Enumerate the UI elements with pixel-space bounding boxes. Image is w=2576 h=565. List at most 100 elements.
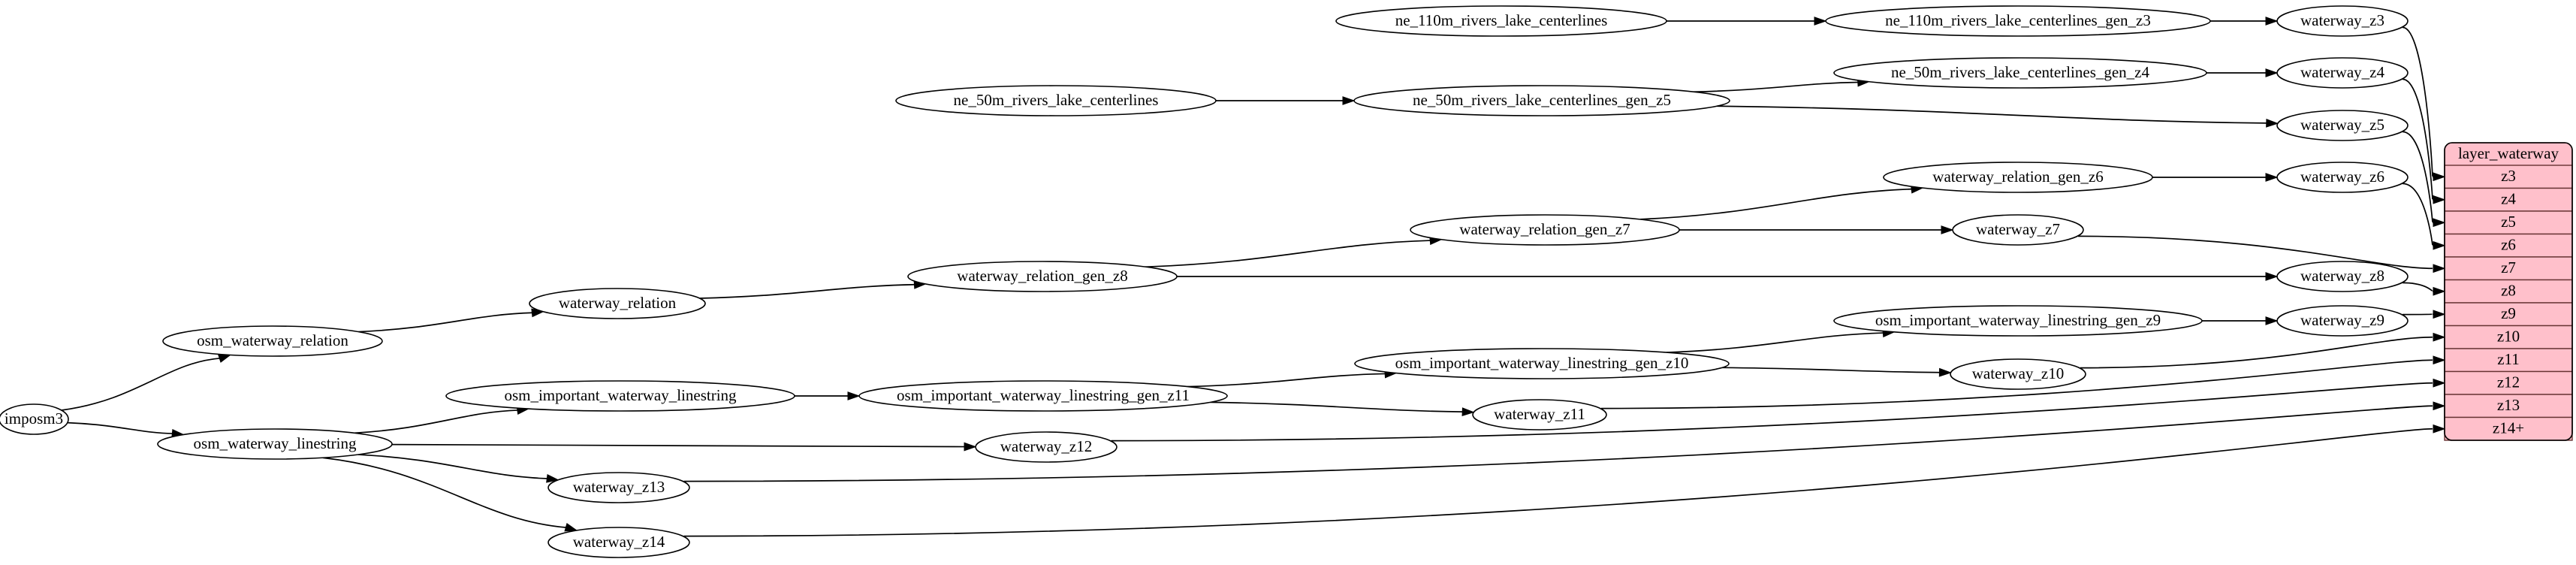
node-label-waterway_z5: waterway_z5 bbox=[2300, 116, 2384, 134]
layer-table-frame bbox=[2444, 142, 2573, 441]
edge-osm_waterway_relation-to-waterway_relation bbox=[358, 312, 533, 333]
node-ellipse-waterway_z12 bbox=[975, 431, 1118, 463]
arrowhead-ne_50m_rivers_lake_centerlines_gen_z5 bbox=[1342, 96, 1356, 105]
layer-table-row-label-z8: z8 bbox=[2501, 282, 2516, 300]
node-ellipse-waterway_z14 bbox=[547, 527, 690, 558]
edge-waterway_relation_gen_z8-to-waterway_relation_gen_z7 bbox=[1145, 240, 1431, 268]
node-waterway_z10[interactable]: waterway_z10 bbox=[1950, 358, 2086, 390]
node-waterway_z11[interactable]: waterway_z11 bbox=[1472, 399, 1607, 431]
layer-table-row-z9[interactable] bbox=[2444, 302, 2573, 327]
edge-osm_important_waterway_linestring_gen_z11-to-waterway_z11 bbox=[1210, 401, 1464, 413]
layer-table-row-label-z7: z7 bbox=[2501, 258, 2516, 276]
arrowhead-ne_110m_rivers_lake_centerlines_gen_z3 bbox=[1814, 17, 1827, 26]
layer-table-row-z3[interactable] bbox=[2444, 165, 2573, 189]
node-ellipse-waterway_relation bbox=[529, 288, 706, 319]
node-osm_waterway_relation[interactable]: osm_waterway_relation bbox=[162, 325, 383, 357]
edge-osm_waterway_linestring-to-waterway_z14 bbox=[322, 457, 567, 528]
node-ellipse-ne_50m_rivers_lake_centerlines_gen_z4 bbox=[1833, 57, 2207, 89]
node-ellipse-waterway_z8 bbox=[2276, 261, 2409, 292]
node-osm_important_waterway_linestring_gen_z11[interactable]: osm_important_waterway_linestring_gen_z1… bbox=[858, 380, 1228, 412]
arrowhead-waterway_z8 bbox=[2265, 272, 2279, 281]
node-ellipse-waterway_z13 bbox=[547, 472, 690, 503]
node-ne_50m_rivers_lake_centerlines_gen_z4[interactable]: ne_50m_rivers_lake_centerlines_gen_z4 bbox=[1833, 57, 2207, 89]
edge-ne_50m_rivers_lake_centerlines_gen_z5-to-waterway_z5 bbox=[1717, 105, 2267, 124]
node-label-ne_50m_rivers_lake_centerlines_gen_z5: ne_50m_rivers_lake_centerlines_gen_z5 bbox=[1413, 91, 1671, 109]
arrowhead-layer_waterway.z12 bbox=[2433, 378, 2446, 388]
node-ne_50m_rivers_lake_centerlines_gen_z5[interactable]: ne_50m_rivers_lake_centerlines_gen_z5 bbox=[1353, 85, 1730, 116]
arrowhead-waterway_z14 bbox=[564, 523, 578, 532]
edge-osm_important_waterway_linestring_gen_z11-to-osm_important_waterway_linestring_gen_z10 bbox=[1187, 373, 1386, 388]
arrowhead-osm_important_waterway_linestring_gen_z11 bbox=[847, 391, 861, 400]
arrowhead-layer_waterway.z8 bbox=[2433, 286, 2446, 296]
edge-waterway_z12-to-layer_waterway.z12 bbox=[1111, 382, 2433, 442]
node-ne_110m_rivers_lake_centerlines_gen_z3[interactable]: ne_110m_rivers_lake_centerlines_gen_z3 bbox=[1825, 5, 2211, 37]
node-waterway_z9[interactable]: waterway_z9 bbox=[2276, 305, 2409, 337]
node-label-ne_110m_rivers_lake_centerlines_gen_z3: ne_110m_rivers_lake_centerlines_gen_z3 bbox=[1885, 11, 2151, 29]
node-ellipse-osm_waterway_linestring bbox=[157, 428, 393, 460]
arrowhead-waterway_z12 bbox=[964, 442, 977, 452]
node-waterway_z4[interactable]: waterway_z4 bbox=[2276, 57, 2409, 89]
node-label-waterway_relation_gen_z8: waterway_relation_gen_z8 bbox=[957, 267, 1127, 285]
layer-table-row-z6[interactable] bbox=[2444, 233, 2573, 258]
node-waterway_z14[interactable]: waterway_z14 bbox=[547, 527, 690, 558]
layer-table-row-label-z11: z11 bbox=[2497, 350, 2520, 368]
edge-osm_waterway_linestring-to-waterway_z13 bbox=[357, 454, 548, 479]
node-ellipse-osm_important_waterway_linestring bbox=[445, 380, 795, 412]
layer-table-row-label-z14+: z14+ bbox=[2493, 419, 2524, 437]
node-label-waterway_z8: waterway_z8 bbox=[2300, 267, 2384, 285]
arrowhead-waterway_z5 bbox=[2266, 118, 2279, 128]
node-osm_waterway_linestring[interactable]: osm_waterway_linestring bbox=[157, 428, 393, 460]
node-ellipse-ne_50m_rivers_lake_centerlines_gen_z5 bbox=[1353, 85, 1730, 116]
node-ellipse-waterway_z11 bbox=[1472, 399, 1607, 431]
node-waterway_z13[interactable]: waterway_z13 bbox=[547, 472, 690, 503]
node-ellipse-waterway_z3 bbox=[2276, 5, 2409, 37]
node-waterway_z7[interactable]: waterway_z7 bbox=[1952, 214, 2084, 246]
node-waterway_z8[interactable]: waterway_z8 bbox=[2276, 261, 2409, 292]
node-ne_50m_rivers_lake_centerlines[interactable]: ne_50m_rivers_lake_centerlines bbox=[895, 85, 1217, 116]
node-label-waterway_z12: waterway_z12 bbox=[1000, 437, 1092, 455]
layer-table-row-z10[interactable] bbox=[2444, 325, 2573, 349]
node-waterway_relation_gen_z8[interactable]: waterway_relation_gen_z8 bbox=[907, 261, 1178, 292]
node-ellipse-waterway_z6 bbox=[2276, 162, 2409, 193]
layer-table-row-label-z5: z5 bbox=[2501, 213, 2516, 231]
node-label-ne_110m_rivers_lake_centerlines: ne_110m_rivers_lake_centerlines bbox=[1395, 11, 1608, 29]
node-ne_110m_rivers_lake_centerlines[interactable]: ne_110m_rivers_lake_centerlines bbox=[1335, 5, 1667, 37]
node-ellipse-ne_110m_rivers_lake_centerlines_gen_z3 bbox=[1825, 5, 2211, 37]
edges-layer bbox=[61, 17, 2446, 537]
node-waterway_z5[interactable]: waterway_z5 bbox=[2276, 110, 2409, 141]
node-waterway_z3[interactable]: waterway_z3 bbox=[2276, 5, 2409, 37]
node-waterway_relation[interactable]: waterway_relation bbox=[529, 288, 706, 319]
node-waterway_z6[interactable]: waterway_z6 bbox=[2276, 162, 2409, 193]
node-imposm3[interactable]: imposm3 bbox=[0, 403, 69, 435]
edge-osm_waterway_linestring-to-waterway_z12 bbox=[391, 443, 966, 448]
node-waterway_z12[interactable]: waterway_z12 bbox=[975, 431, 1118, 463]
node-osm_important_waterway_linestring_gen_z10[interactable]: osm_important_waterway_linestring_gen_z1… bbox=[1354, 348, 1730, 379]
layer-table-row-z8[interactable] bbox=[2444, 279, 2573, 304]
node-label-waterway_relation_gen_z6: waterway_relation_gen_z6 bbox=[1932, 168, 2103, 186]
arrowhead-layer_waterway.z9 bbox=[2433, 310, 2446, 319]
node-label-osm_waterway_relation: osm_waterway_relation bbox=[197, 331, 348, 349]
node-osm_important_waterway_linestring[interactable]: osm_important_waterway_linestring bbox=[445, 380, 795, 412]
edge-imposm3-to-osm_waterway_linestring bbox=[67, 421, 173, 434]
arrowhead-layer_waterway.z5 bbox=[2433, 218, 2446, 228]
layer-table-row-z11[interactable] bbox=[2444, 348, 2573, 373]
node-label-waterway_relation: waterway_relation bbox=[559, 294, 677, 312]
arrowhead-layer_waterway.z4 bbox=[2433, 195, 2446, 204]
node-label-waterway_z7: waterway_z7 bbox=[1976, 220, 2060, 238]
node-waterway_relation_gen_z7[interactable]: waterway_relation_gen_z7 bbox=[1410, 214, 1680, 246]
node-ellipse-osm_important_waterway_linestring_gen_z9 bbox=[1833, 305, 2203, 337]
edge-waterway_z11-to-layer_waterway.z11 bbox=[1600, 359, 2433, 409]
node-waterway_relation_gen_z6[interactable]: waterway_relation_gen_z6 bbox=[1883, 162, 2153, 193]
arrowhead-layer_waterway.z11 bbox=[2433, 355, 2446, 365]
node-osm_important_waterway_linestring_gen_z9[interactable]: osm_important_waterway_linestring_gen_z9 bbox=[1833, 305, 2203, 337]
edge-ne_50m_rivers_lake_centerlines_gen_z5-to-ne_50m_rivers_lake_centerlines_gen_z4 bbox=[1694, 81, 1859, 93]
edge-imposm3-to-osm_waterway_relation bbox=[61, 357, 221, 411]
node-label-waterway_z3: waterway_z3 bbox=[2300, 11, 2384, 29]
edge-osm_important_waterway_linestring_gen_z10-to-osm_important_waterway_linestring_gen_z9 bbox=[1666, 332, 1884, 353]
node-ellipse-ne_50m_rivers_lake_centerlines bbox=[895, 85, 1217, 116]
edge-waterway_relation-to-waterway_relation_gen_z8 bbox=[699, 283, 915, 299]
arrowhead-waterway_z4 bbox=[2265, 68, 2279, 77]
node-label-osm_waterway_linestring: osm_waterway_linestring bbox=[194, 434, 357, 452]
layer-table-row-z5[interactable] bbox=[2444, 210, 2573, 235]
